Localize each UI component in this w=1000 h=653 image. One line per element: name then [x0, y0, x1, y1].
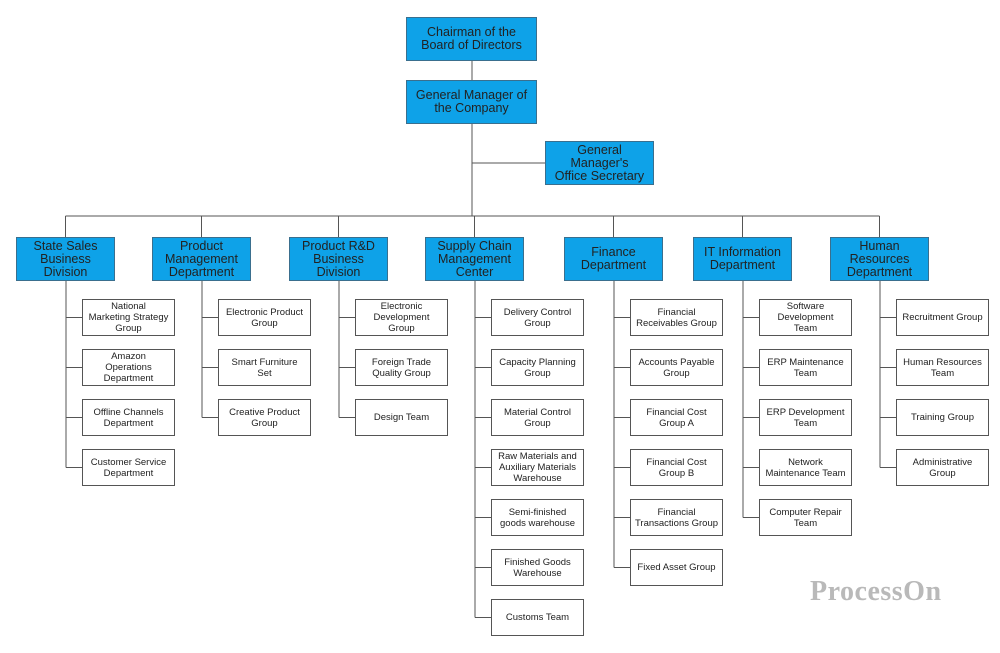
group-label: Financial Transactions Group: [634, 506, 719, 529]
group-label: Raw Materials and Auxiliary Materials Wa…: [498, 451, 577, 484]
group-box: Finished Goods Warehouse: [491, 549, 584, 586]
group-label: Offline Channels Department: [93, 406, 164, 429]
group-box: Raw Materials and Auxiliary Materials Wa…: [491, 449, 584, 486]
group-box: Amazon Operations Department: [82, 349, 175, 386]
group-box: Offline Channels Department: [82, 399, 175, 436]
department-label: Product Management Department: [165, 238, 238, 279]
group-label: Material Control Group: [503, 406, 572, 429]
group-label: Financial Receivables Group: [636, 306, 717, 329]
chairman-box: Chairman of the Board of Directors: [406, 17, 537, 61]
group-box: ERP Development Team: [759, 399, 852, 436]
group-label: Software Development Team: [777, 301, 834, 334]
secretary-box: General Manager's Office Secretary: [545, 141, 654, 185]
group-label: Network Maintenance Team: [765, 456, 846, 479]
group-box: Training Group: [896, 399, 989, 436]
chairman-label: Chairman of the Board of Directors: [421, 25, 522, 52]
group-label: Fixed Asset Group: [637, 562, 716, 573]
department-box: Product R&D Business Division: [289, 237, 388, 281]
department-box: State Sales Business Division: [16, 237, 115, 281]
group-label: Human Resources Team: [903, 356, 982, 379]
group-box: Financial Cost Group B: [630, 449, 723, 486]
department-label: Supply Chain Management Center: [437, 238, 512, 279]
group-box: Electronic Product Group: [218, 299, 311, 336]
group-box: Delivery Control Group: [491, 299, 584, 336]
department-label: Human Resources Department: [846, 238, 913, 279]
group-box: Material Control Group: [491, 399, 584, 436]
group-box: National Marketing Strategy Group: [82, 299, 175, 336]
group-label: Administrative Group: [912, 456, 973, 479]
group-box: Foreign Trade Quality Group: [355, 349, 448, 386]
group-box: ERP Maintenance Team: [759, 349, 852, 386]
group-label: Computer Repair Team: [769, 506, 842, 529]
group-label: Customs Team: [505, 612, 570, 623]
group-label: ERP Development Team: [766, 406, 845, 429]
group-label: Delivery Control Group: [503, 306, 572, 329]
group-label: Creative Product Group: [229, 406, 300, 429]
group-label: National Marketing Strategy Group: [88, 301, 169, 334]
department-label: Product R&D Business Division: [302, 238, 375, 279]
watermark-logo: ProcessOn: [810, 576, 942, 607]
department-box: Product Management Department: [152, 237, 251, 281]
group-box: Design Team: [355, 399, 448, 436]
group-box: Recruitment Group: [896, 299, 989, 336]
general-manager-label: General Manager of the Company: [415, 88, 528, 115]
group-box: Accounts Payable Group: [630, 349, 723, 386]
group-label: Customer Service Department: [90, 456, 167, 479]
group-label: Financial Cost Group B: [646, 456, 707, 479]
group-box: Financial Receivables Group: [630, 299, 723, 336]
group-label: Design Team: [373, 412, 430, 423]
department-label: IT Information Department: [704, 245, 781, 272]
group-box: Software Development Team: [759, 299, 852, 336]
group-label: Financial Cost Group A: [646, 406, 707, 429]
department-box: IT Information Department: [693, 237, 792, 281]
group-box: Computer Repair Team: [759, 499, 852, 536]
group-box: Creative Product Group: [218, 399, 311, 436]
group-label: Training Group: [910, 412, 974, 423]
group-box: Customs Team: [491, 599, 584, 636]
group-label: Finished Goods Warehouse: [504, 556, 571, 579]
group-label: Electronic Product Group: [225, 306, 304, 329]
group-label: Electronic Development Group: [373, 301, 430, 334]
group-label: Accounts Payable Group: [638, 356, 715, 379]
group-box: Customer Service Department: [82, 449, 175, 486]
group-box: Fixed Asset Group: [630, 549, 723, 586]
group-label: Semi-finished goods warehouse: [500, 506, 575, 529]
group-box: Human Resources Team: [896, 349, 989, 386]
group-box: Electronic Development Group: [355, 299, 448, 336]
department-box: Supply Chain Management Center: [425, 237, 524, 281]
group-label: Recruitment Group: [902, 312, 983, 323]
group-box: Capacity Planning Group: [491, 349, 584, 386]
group-label: Smart Furniture Set: [231, 356, 298, 379]
general-manager-box: General Manager of the Company: [406, 80, 537, 124]
group-label: Capacity Planning Group: [499, 356, 576, 379]
group-label: Foreign Trade Quality Group: [371, 356, 432, 379]
group-box: Financial Transactions Group: [630, 499, 723, 536]
secretary-label: General Manager's Office Secretary: [554, 142, 645, 183]
group-box: Smart Furniture Set: [218, 349, 311, 386]
department-box: Finance Department: [564, 237, 663, 281]
department-label: State Sales Business Division: [33, 238, 98, 279]
group-box: Network Maintenance Team: [759, 449, 852, 486]
department-box: Human Resources Department: [830, 237, 929, 281]
group-box: Administrative Group: [896, 449, 989, 486]
group-box: Financial Cost Group A: [630, 399, 723, 436]
group-label: Amazon Operations Department: [103, 351, 154, 384]
department-label: Finance Department: [580, 245, 647, 272]
group-label: ERP Maintenance Team: [767, 356, 844, 379]
group-box: Semi-finished goods warehouse: [491, 499, 584, 536]
